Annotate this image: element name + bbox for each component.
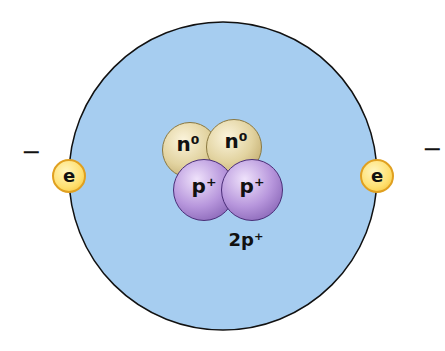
electron-circle: e bbox=[52, 159, 86, 193]
charge-sign: − bbox=[21, 140, 41, 164]
electron-symbol: e bbox=[63, 167, 75, 185]
proton-circle: p⁺ bbox=[221, 159, 283, 221]
charge-sign: − bbox=[422, 137, 442, 161]
proton-symbol: p⁺ bbox=[240, 176, 265, 196]
electron-shell bbox=[69, 22, 377, 330]
neutron-symbol: n⁰ bbox=[177, 134, 200, 154]
neutron-symbol: n⁰ bbox=[225, 131, 248, 151]
proton-symbol: p⁺ bbox=[192, 176, 217, 196]
proton-count: 2p⁺ bbox=[229, 231, 264, 249]
electron-circle: e bbox=[360, 159, 394, 193]
electron-symbol: e bbox=[371, 167, 383, 185]
